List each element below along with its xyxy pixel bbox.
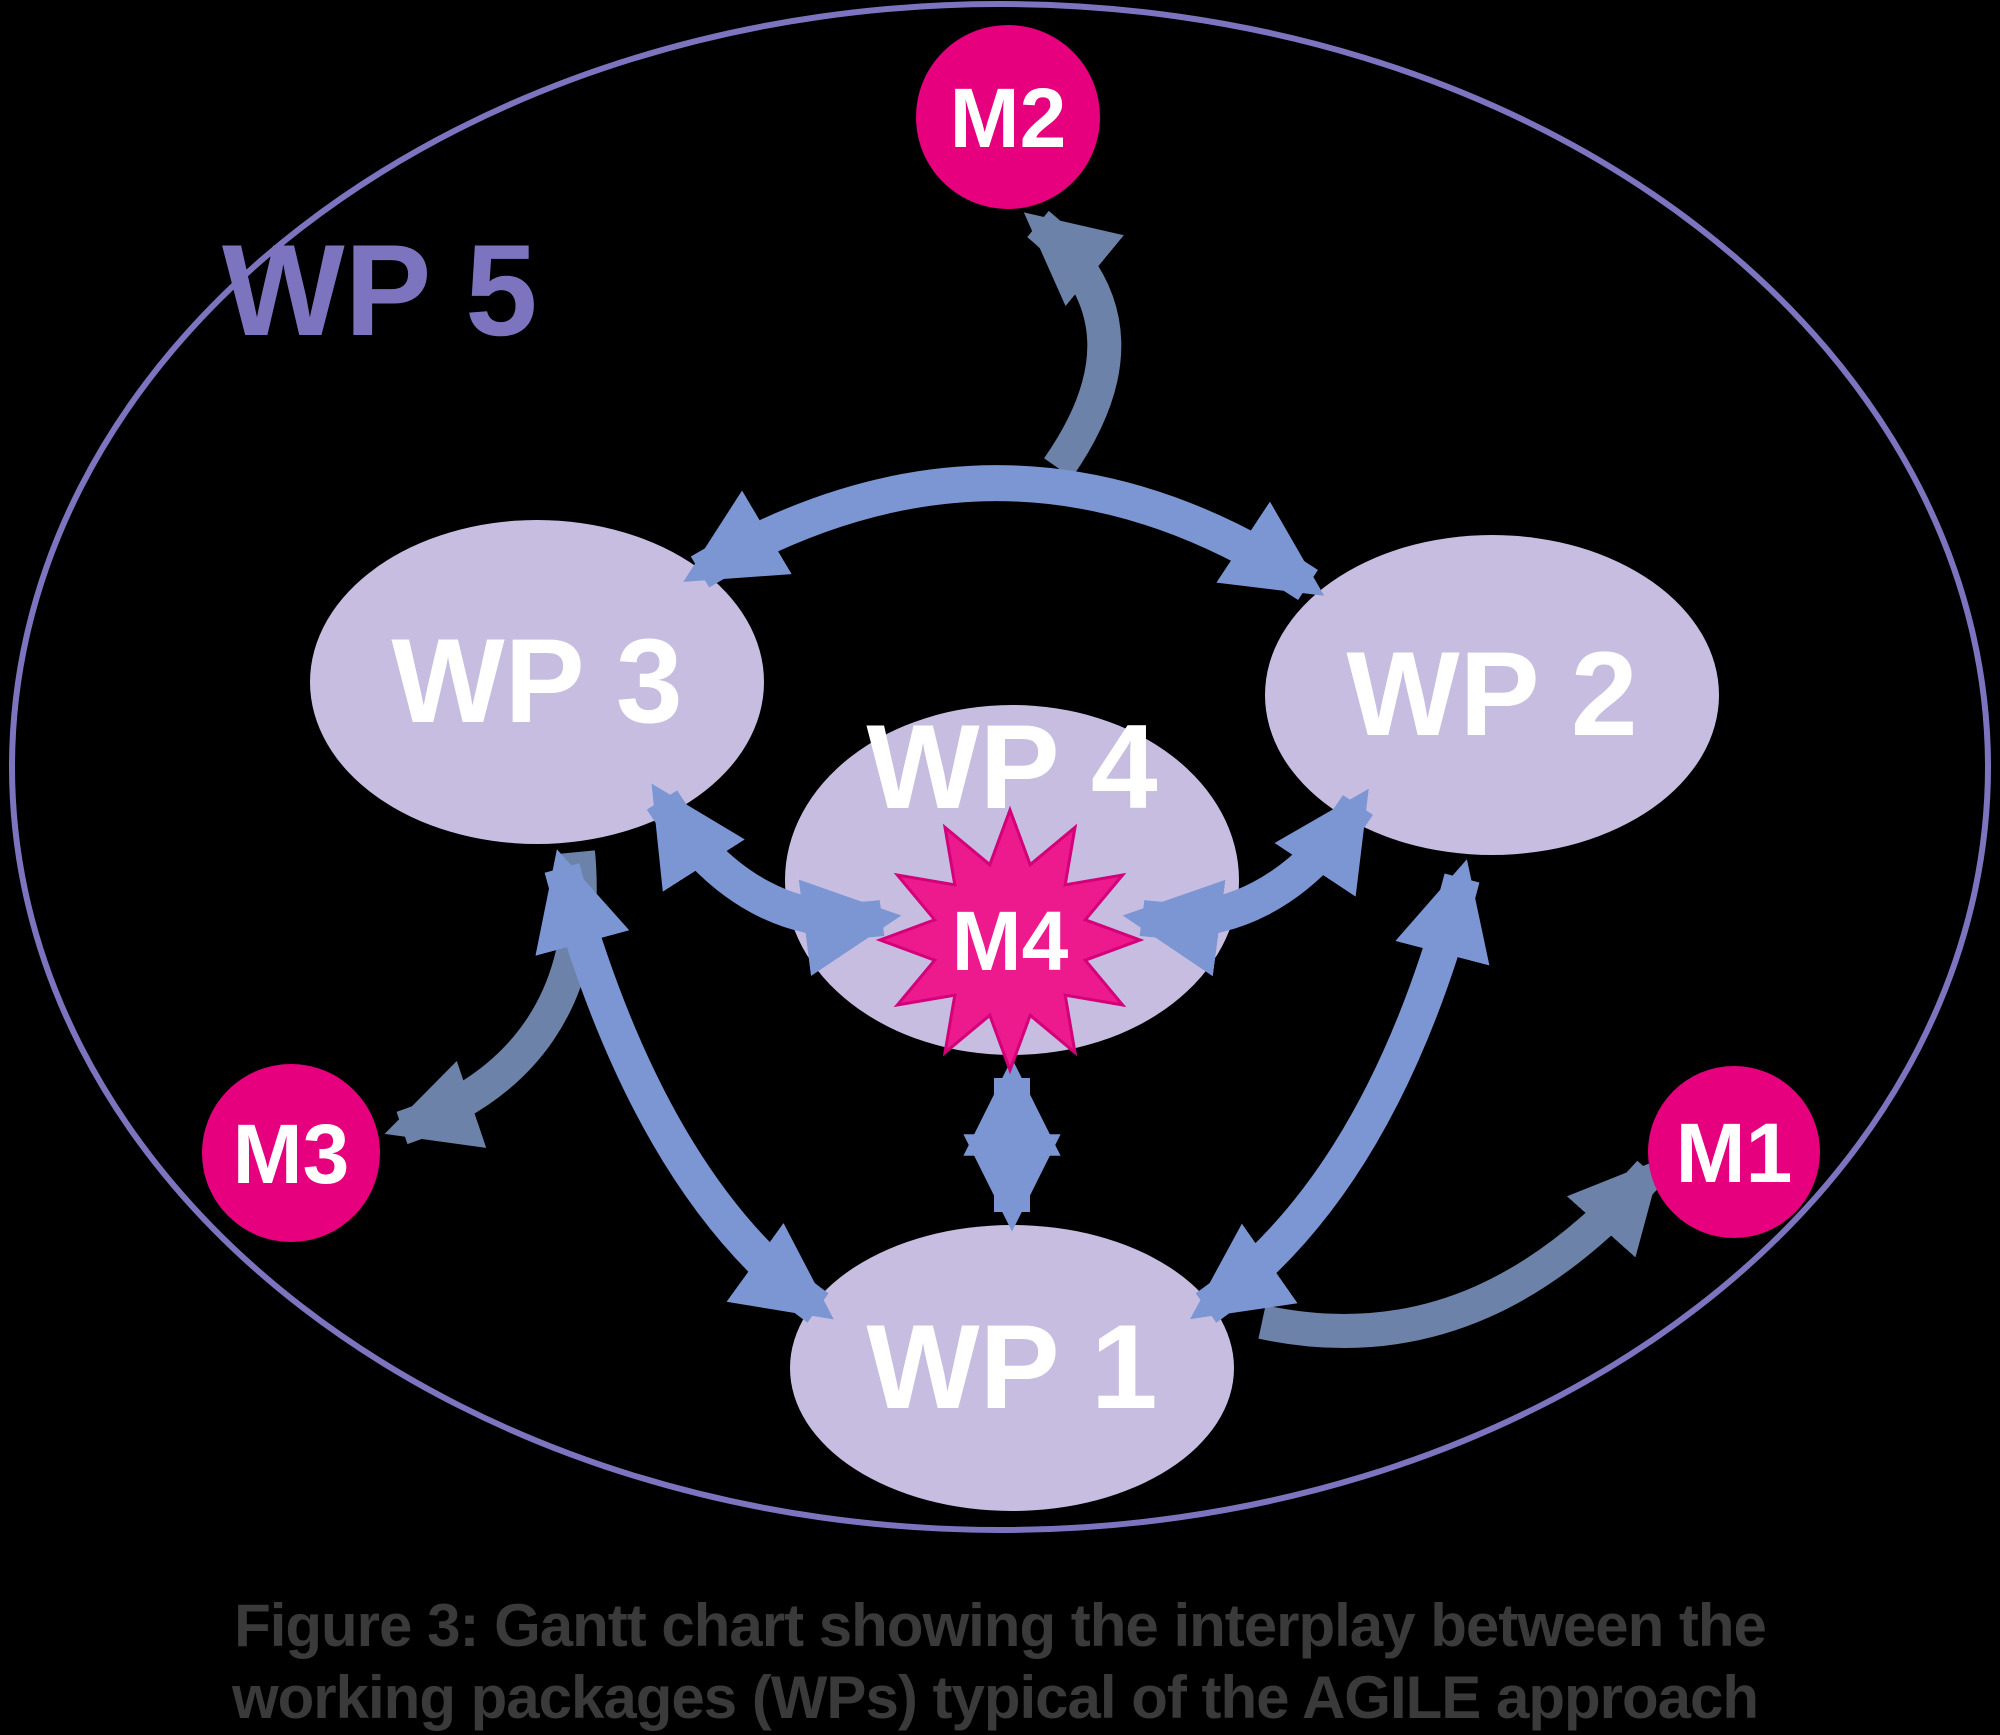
wp2-label: WP 2 xyxy=(1346,627,1637,761)
wp5-boundary-ellipse xyxy=(9,1,1991,1533)
wp1-ellipse xyxy=(790,1225,1234,1511)
wp1-label: WP 1 xyxy=(866,1300,1157,1434)
arrow-wp2-wp1 xyxy=(1190,859,1490,1323)
m2-circle xyxy=(916,25,1100,209)
wp2-ellipse xyxy=(1265,535,1719,855)
m2-label: M2 xyxy=(950,71,1067,165)
wp4-label: WP 4 xyxy=(866,700,1157,834)
m3-circle xyxy=(202,1064,380,1242)
figure-caption-line-2: working packages (WPs) typical of the AG… xyxy=(231,1664,1758,1731)
wp3-label: WP 3 xyxy=(391,614,682,748)
m1-label: M1 xyxy=(1676,1106,1793,1200)
arrow-wp3-wp1 xyxy=(535,849,834,1323)
m4-label: M4 xyxy=(952,894,1069,988)
wp5-label: WP 5 xyxy=(222,217,537,363)
m3-label: M3 xyxy=(233,1107,350,1201)
wp3-ellipse xyxy=(310,520,764,844)
arrow-to-m2 xyxy=(1023,210,1124,478)
arrow-wp3-wp2 xyxy=(683,465,1325,601)
figure-caption-line-1: Figure 3: Gantt chart showing the interp… xyxy=(234,1592,1766,1659)
m4-starburst xyxy=(875,805,1145,1075)
m1-circle xyxy=(1648,1066,1820,1238)
